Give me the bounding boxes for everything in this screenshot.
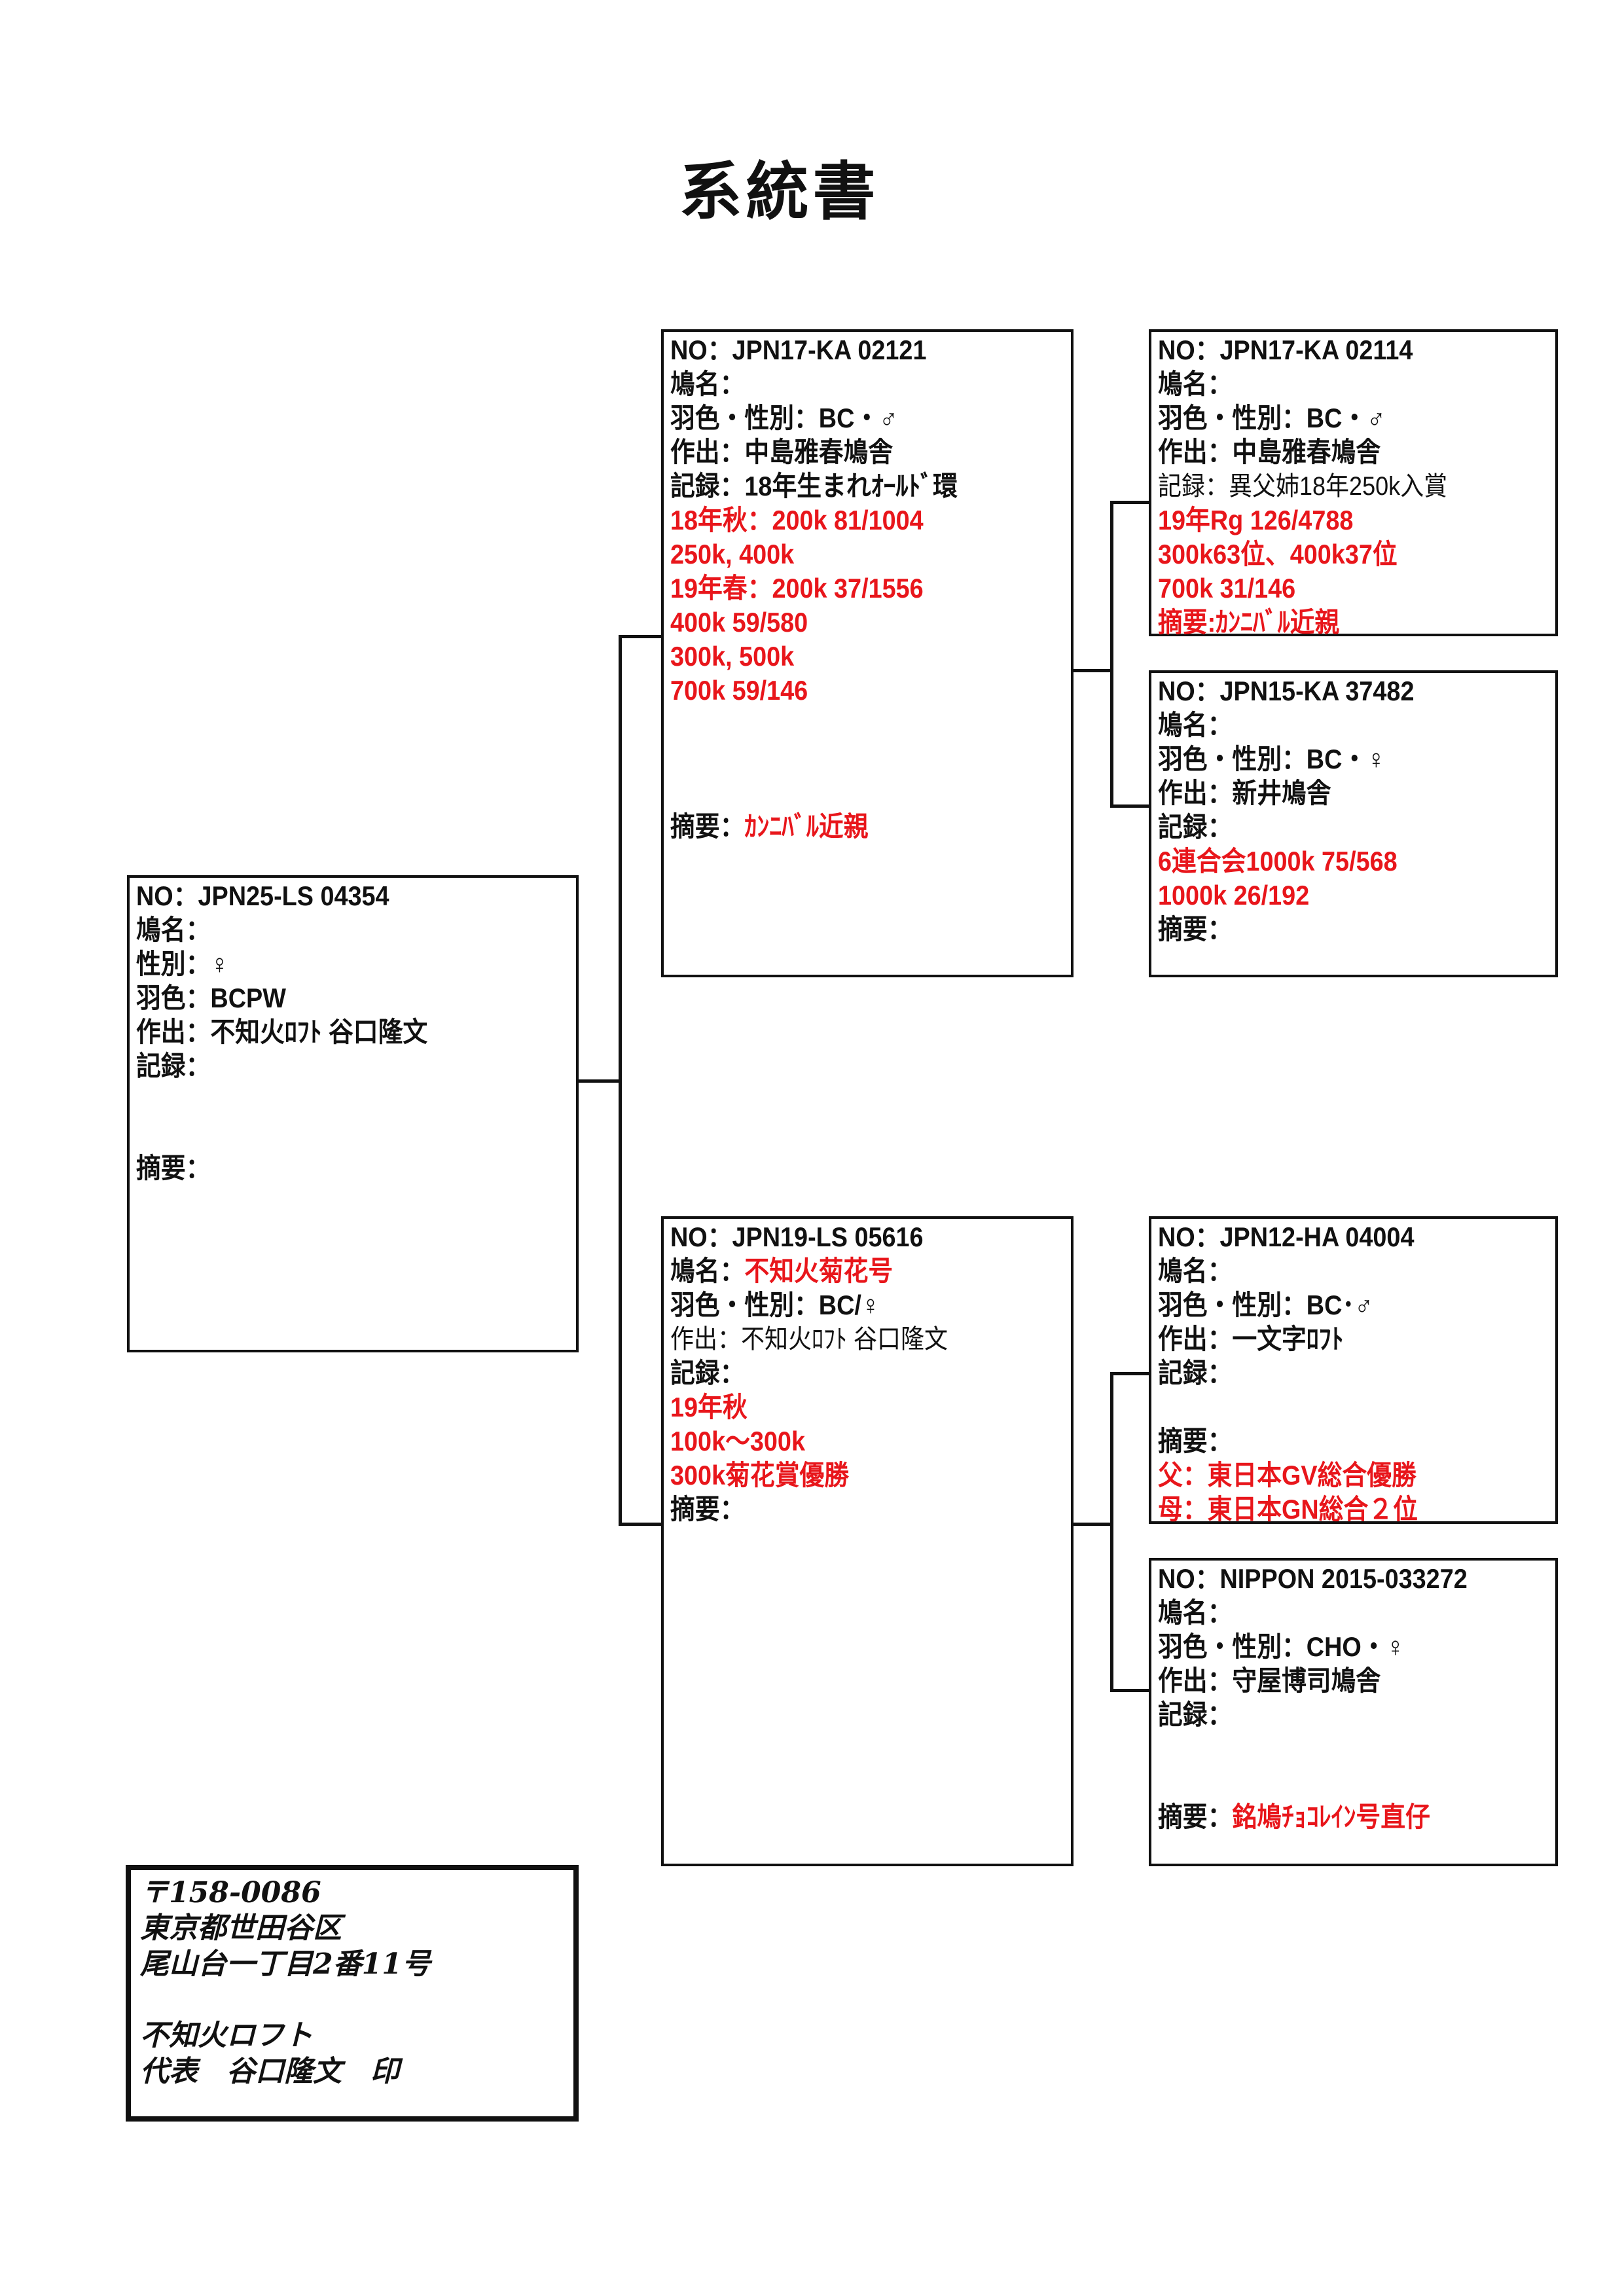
race-result: 700k 31/146 bbox=[1158, 573, 1296, 604]
race-result: 100k～300k bbox=[670, 1426, 805, 1456]
summary-note: 母：東日本GN総合２位 bbox=[1158, 1494, 1418, 1525]
dam-card: NO：JPN19-LS 05616 鳩名：不知火菊花号 羽色・性別：BC/♀ 作… bbox=[661, 1216, 1074, 1866]
record: 記録： bbox=[670, 1358, 745, 1388]
ring-number: NO：NIPPON 2015-033272 bbox=[1158, 1563, 1468, 1594]
bird-name: 鳩名： bbox=[670, 369, 745, 399]
connector-line bbox=[1110, 501, 1150, 504]
breeder-address-box: 〒158-0086 東京都世田谷区 尾山台一丁目2番11号 不知火ロフト 代表 … bbox=[126, 1865, 579, 2122]
address-line-1: 東京都世田谷区 bbox=[140, 1911, 342, 1945]
summary-value: ｶﾝﾆﾊﾞﾙ近親 bbox=[744, 811, 869, 842]
bird-name: 鳩名： bbox=[1158, 1256, 1233, 1286]
race-result: 300k63位、400k37位 bbox=[1158, 539, 1398, 569]
breeder: 作出：一文字ﾛﾌﾄ bbox=[1158, 1324, 1344, 1354]
connector-line bbox=[1074, 669, 1113, 672]
breeder: 作出：守屋博司鳩舎 bbox=[1158, 1665, 1381, 1696]
bird-name: 鳩名： bbox=[1158, 369, 1233, 399]
connector-line bbox=[619, 635, 662, 638]
race-result: 700k 59/146 bbox=[670, 675, 808, 706]
record: 記録： bbox=[136, 1051, 211, 1081]
summary-note: 父：東日本GV総合優勝 bbox=[1158, 1460, 1416, 1491]
color-sex: 羽色・性別：BC・♂ bbox=[670, 403, 898, 433]
summary: 摘要： bbox=[1158, 914, 1233, 945]
color-sex: 羽色・性別：BC/♀ bbox=[670, 1290, 880, 1320]
connector-line bbox=[619, 1523, 662, 1526]
address-line-2: 尾山台一丁目2番11号 bbox=[140, 1947, 431, 1981]
connector-line bbox=[1110, 1372, 1150, 1375]
record: 記録：異父姉18年250k入賞 bbox=[1158, 472, 1448, 501]
race-result: 18年秋：200k 81/1004 bbox=[670, 505, 924, 535]
bird-name: 鳩名： bbox=[1158, 1597, 1233, 1628]
ring-number: NO：JPN25-LS 04354 bbox=[136, 880, 389, 911]
color-sex: 羽色・性別：BC・♂ bbox=[1158, 403, 1386, 433]
dam-sire-card: NO：JPN12-HA 04004 鳩名： 羽色・性別：BC･♂ 作出：一文字ﾛ… bbox=[1149, 1216, 1558, 1525]
ring-number: NO：JPN19-LS 05616 bbox=[670, 1221, 924, 1252]
record: 記録： bbox=[1158, 1358, 1233, 1388]
race-result: 6連合会1000k 75/568 bbox=[1158, 846, 1398, 876]
race-result: 1000k 26/192 bbox=[1158, 880, 1310, 911]
summary: 摘要：銘鳩ﾁｮｺﾚｲﾝ号直仔 bbox=[1158, 1801, 1430, 1833]
color-sex: 羽色・性別：BC・♀ bbox=[1158, 744, 1386, 774]
connector-line bbox=[1110, 1372, 1113, 1691]
ring-number: NO：JPN12-HA 04004 bbox=[1158, 1221, 1415, 1252]
document-title: 系統書 bbox=[679, 154, 880, 228]
sire-card: NO：JPN17-KA 02121 鳩名： 羽色・性別：BC・♂ 作出：中島雅春… bbox=[661, 329, 1074, 977]
race-result: 400k 59/580 bbox=[670, 607, 808, 638]
breeder: 作出：中島雅春鳩舎 bbox=[1158, 437, 1381, 467]
race-result: 19年秋 bbox=[670, 1392, 748, 1422]
postal-code: 〒158-0086 bbox=[140, 1876, 321, 1909]
bird-name: 鳩名： bbox=[1158, 710, 1233, 740]
dam-dam-card: NO：NIPPON 2015-033272 鳩名： 羽色・性別：CHO・♀ 作出… bbox=[1149, 1558, 1558, 1866]
connector-line bbox=[619, 635, 622, 1525]
breeder: 作出：中島雅春鳩舎 bbox=[670, 437, 893, 467]
sire-sire-card: NO：JPN17-KA 02114 鳩名： 羽色・性別：BC・♂ 作出：中島雅春… bbox=[1149, 329, 1558, 638]
summary-value: 銘鳩ﾁｮｺﾚｲﾝ号直仔 bbox=[1232, 1801, 1430, 1832]
loft-name: 不知火ロフト bbox=[140, 2019, 313, 2052]
summary: 摘要： bbox=[1158, 1426, 1233, 1456]
breeder: 作出：新井鳩舎 bbox=[1158, 778, 1331, 808]
representative: 代表 谷口隆文 印 bbox=[140, 2055, 399, 2088]
color-sex: 羽色・性別：BC･♂ bbox=[1158, 1290, 1373, 1320]
race-result: 250k, 400k bbox=[670, 539, 795, 569]
ring-number: NO：JPN15-KA 37482 bbox=[1158, 676, 1415, 706]
summary: 摘要:ｶﾝﾆﾊﾞﾙ近親 bbox=[1158, 607, 1340, 638]
ring-number: NO：JPN17-KA 02121 bbox=[670, 334, 927, 365]
connector-line bbox=[1110, 1689, 1150, 1692]
record: 記録： bbox=[1158, 812, 1233, 842]
bird-name-label: 鳩名： bbox=[670, 1256, 745, 1286]
record: 記録： bbox=[1158, 1699, 1233, 1730]
summary: 摘要：ｶﾝﾆﾊﾞﾙ近親 bbox=[670, 811, 868, 842]
bird-name: 鳩名： bbox=[136, 914, 211, 945]
bird-name: 鳩名：不知火菊花号 bbox=[670, 1256, 893, 1287]
color-sex: 羽色・性別：CHO・♀ bbox=[1158, 1631, 1405, 1662]
race-result: 300k, 500k bbox=[670, 641, 795, 672]
breeder: 作出：不知火ﾛﾌﾄ 谷口隆文 bbox=[136, 1017, 428, 1047]
sex: 性別：♀ bbox=[136, 949, 229, 979]
summary: 摘要： bbox=[670, 1494, 745, 1525]
race-result: 300k菊花賞優勝 bbox=[670, 1460, 850, 1491]
record: 記録：18年生まれｵｰﾙﾄﾞ環 bbox=[670, 471, 958, 501]
connector-line bbox=[1110, 501, 1113, 807]
summary: 摘要： bbox=[136, 1153, 211, 1184]
ring-number: NO：JPN17-KA 02114 bbox=[1158, 334, 1413, 365]
connector-line bbox=[579, 1079, 621, 1083]
sire-dam-card: NO：JPN15-KA 37482 鳩名： 羽色・性別：BC・♀ 作出：新井鳩舎… bbox=[1149, 670, 1558, 977]
race-result: 19年Rg 126/4788 bbox=[1158, 505, 1354, 535]
race-result: 19年春：200k 37/1556 bbox=[670, 573, 924, 604]
summary-label: 摘要： bbox=[670, 811, 745, 842]
breeder: 作出：不知火ﾛﾌﾄ 谷口隆文 bbox=[670, 1325, 948, 1354]
connector-line bbox=[1110, 804, 1150, 808]
summary-label: 摘要： bbox=[1158, 1801, 1233, 1832]
connector-line bbox=[1074, 1523, 1113, 1526]
feather-color: 羽色：BCPW bbox=[136, 983, 286, 1013]
subject-bird-card: NO：JPN25-LS 04354 鳩名： 性別：♀ 羽色：BCPW 作出：不知… bbox=[127, 875, 579, 1352]
bird-name-value: 不知火菊花号 bbox=[744, 1256, 893, 1286]
